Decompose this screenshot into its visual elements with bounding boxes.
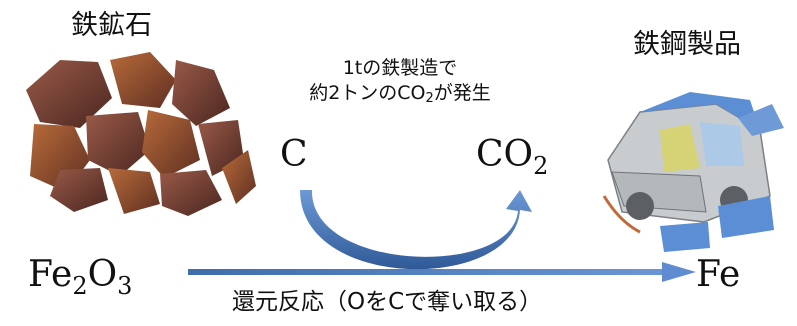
reduction-reaction-caption: 還元反応（OをCで奪い取る）: [232, 289, 543, 315]
note-line-1: 1tの鉄製造で: [342, 57, 458, 79]
carbon-to-co2-curved-arrow: [300, 190, 532, 270]
iron-oxide-formula: Fe2O3: [28, 254, 133, 300]
iron-ore-title: 鉄鉱石: [71, 10, 152, 41]
co2-label: CO2: [476, 134, 549, 180]
reduction-arrow: [188, 262, 696, 282]
steel-products-image: [602, 92, 784, 252]
iron-formula: Fe: [696, 254, 741, 295]
carbon-label: C: [280, 134, 308, 175]
iron-ore-image: [26, 52, 256, 216]
note-line-2: 約2トンのCO2が発生: [309, 81, 491, 106]
co2-emission-note: 1tの鉄製造で 約2トンのCO2が発生: [300, 56, 500, 108]
steel-products-title: 鉄鋼製品: [633, 29, 741, 60]
